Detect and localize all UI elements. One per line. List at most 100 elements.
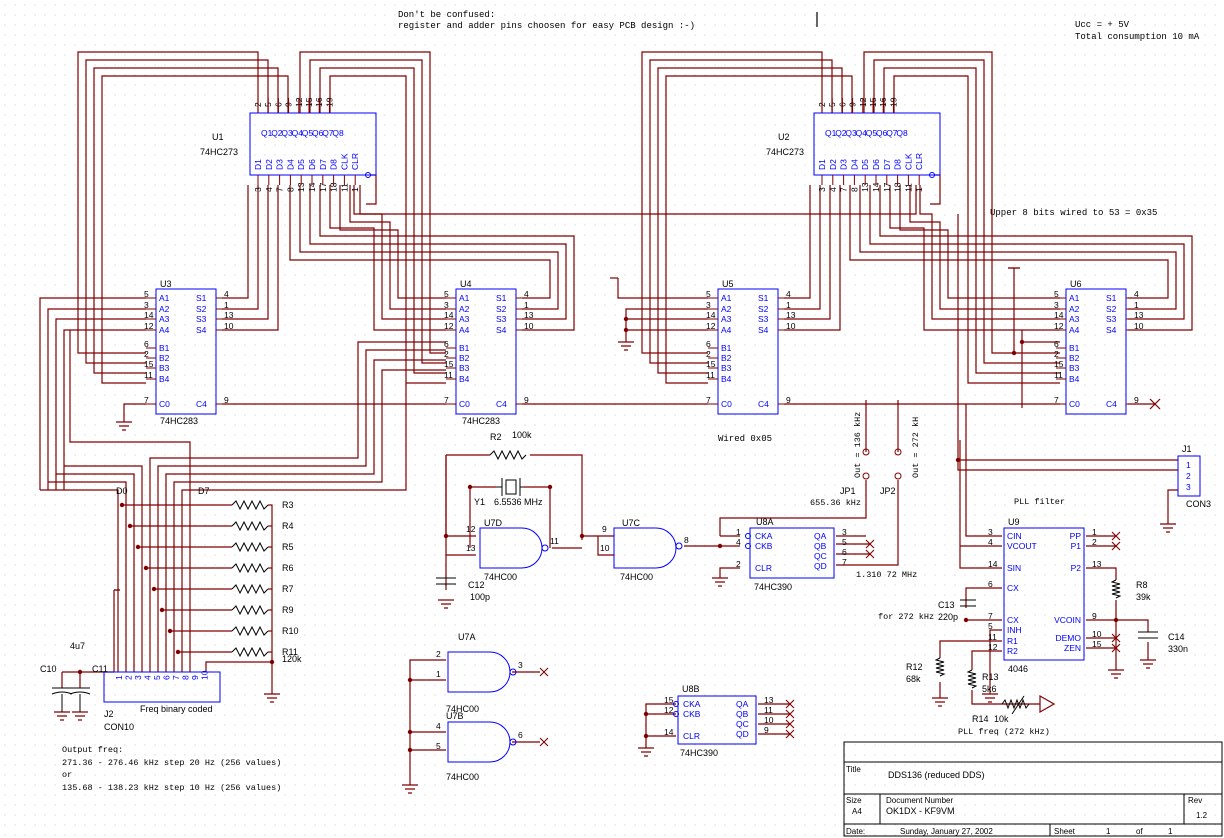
u9-pin-num: 11 — [988, 632, 997, 642]
u7c-pin-num: 9 — [602, 524, 607, 534]
u7a-ref: U7A — [458, 632, 476, 642]
u3-pin-num: 1 — [224, 300, 229, 310]
u5-ref: U5 — [722, 279, 734, 289]
u8b-pin-num: 11 — [764, 705, 773, 715]
u7d-gate-icon — [479, 527, 543, 569]
out-freq-note: 1.310 72 MHz — [856, 570, 917, 580]
u8b-pin-label: QD — [736, 729, 749, 739]
u4-pin-label: S1 — [496, 293, 507, 303]
u8b-pin-num: 9 — [764, 725, 769, 735]
resistor-ref: R10 — [282, 626, 299, 636]
j2-pin-num: 7 — [171, 675, 181, 680]
u6-pin-num: 2 — [1054, 349, 1059, 359]
u9-pin-label: CX — [1007, 615, 1019, 625]
output-title: Output freq: — [62, 745, 123, 755]
u6-pin-label: A2 — [1069, 304, 1080, 314]
u3-pin-num: 7 — [144, 395, 149, 405]
size-value: A4 — [852, 807, 862, 816]
u6-pin-label: S4 — [1106, 325, 1117, 335]
u2-pin-label: Q4 — [856, 128, 868, 138]
r8-ref: R8 — [1136, 580, 1148, 590]
u5-pin-label: C0 — [721, 399, 732, 409]
j2-pin-num: 5 — [152, 675, 162, 680]
u6-pin-num: 11 — [1054, 370, 1063, 380]
u6-body — [1065, 288, 1127, 415]
j1-ref: J1 — [1182, 444, 1192, 454]
u2-pin-label: D6 — [871, 159, 881, 170]
u6-pin-label: A3 — [1069, 314, 1080, 324]
u1-pin-num: 8 — [285, 187, 295, 192]
u3-pin-num: 6 — [144, 339, 149, 349]
u1-pin-label: Q1 — [261, 128, 273, 138]
c13-ref: C13 — [938, 600, 955, 610]
u1-pin-num: 13 — [296, 182, 306, 192]
u4-pin-label: A4 — [459, 325, 470, 335]
u6-pin-label: S1 — [1106, 293, 1117, 303]
u5-pin-label: B2 — [721, 353, 732, 363]
u7c-gate-icon — [613, 527, 677, 569]
u5-pin-num: 7 — [706, 395, 711, 405]
u4-pin-label: A2 — [459, 304, 470, 314]
u3-pin-num: 11 — [144, 370, 153, 380]
u1-ref: U1 — [212, 132, 224, 142]
u1-pin-num: 11 — [339, 183, 349, 192]
u6-pin-num: 10 — [1134, 321, 1144, 331]
jp2-contact-bot — [894, 472, 902, 480]
consumption-note: Total consumption 10 mA — [1075, 32, 1200, 42]
u6-pin-num: 7 — [1054, 395, 1059, 405]
j2-ref: J2 — [104, 709, 114, 719]
u8a-pin-label: CKA — [755, 531, 773, 541]
jp1-contact-bot — [862, 472, 870, 480]
c12-ref: C12 — [468, 580, 485, 590]
j2-pin-num: 6 — [162, 675, 172, 680]
j2-value: CON10 — [104, 722, 134, 732]
u8b-pin-label: QA — [736, 699, 749, 709]
u1-pin-label: CLR — [350, 153, 360, 170]
u6-pin-label: A4 — [1069, 325, 1080, 335]
wired-note: Wired 0x05 — [718, 434, 772, 444]
u1-pin-num: 14 — [307, 182, 317, 192]
u9-pin-label: CIN — [1007, 531, 1022, 541]
u4-pin-label: B4 — [459, 374, 470, 384]
u4-pin-label: B1 — [459, 343, 470, 353]
u5-pin-num: 9 — [786, 395, 791, 405]
u4-pin-label: C0 — [459, 399, 470, 409]
j1-pin-num: 1 — [1186, 460, 1191, 470]
r14-ref: R14 — [972, 714, 989, 724]
u8a-pin-num: 6 — [842, 547, 847, 557]
u4-pin-num: 4 — [524, 289, 529, 299]
u1-pin-label: D8 — [329, 159, 339, 170]
u4-pin-label: C4 — [496, 399, 507, 409]
c13-value: 220p — [938, 612, 958, 622]
u3-pin-num: 3 — [144, 300, 149, 310]
u2-pin-num: 3 — [817, 187, 827, 192]
j2-body — [103, 671, 221, 703]
u3-pin-num: 2 — [144, 349, 149, 359]
resistor-ref: R7 — [282, 584, 294, 594]
u4-pin-label: B3 — [459, 363, 470, 373]
jp2-contact-top — [894, 448, 902, 456]
u7b-pin-num: 5 — [436, 741, 441, 751]
u2-pin-label: Q1 — [825, 128, 837, 138]
u5-pin-label: A3 — [721, 314, 732, 324]
u3-body — [155, 288, 217, 415]
resistor-ref: R9 — [282, 605, 294, 615]
u9-pin-label: VCOUT — [1007, 541, 1037, 551]
u7d-ref: U7D — [484, 518, 503, 528]
j1-pin-num: 3 — [1186, 482, 1191, 492]
u5-pin-label: S3 — [758, 314, 769, 324]
u7c-part: 74HC00 — [620, 572, 653, 582]
note-line2: register and adder pins choosen for easy… — [398, 21, 695, 31]
u5-pin-num: 12 — [706, 321, 716, 331]
u3-pin-label: S4 — [196, 325, 207, 335]
u5-pin-label: A1 — [721, 293, 732, 303]
u1-pin-label: Q7 — [322, 128, 334, 138]
u9-ref: U9 — [1008, 517, 1020, 527]
u6-pin-num: 15 — [1054, 359, 1064, 369]
u2-pin-label: D4 — [849, 159, 859, 170]
u8b-pin-label: CLR — [683, 731, 700, 741]
u8a-part: 74HC390 — [754, 582, 792, 592]
u5-pin-num: 14 — [706, 310, 716, 320]
u5-pin-label: S4 — [758, 325, 769, 335]
